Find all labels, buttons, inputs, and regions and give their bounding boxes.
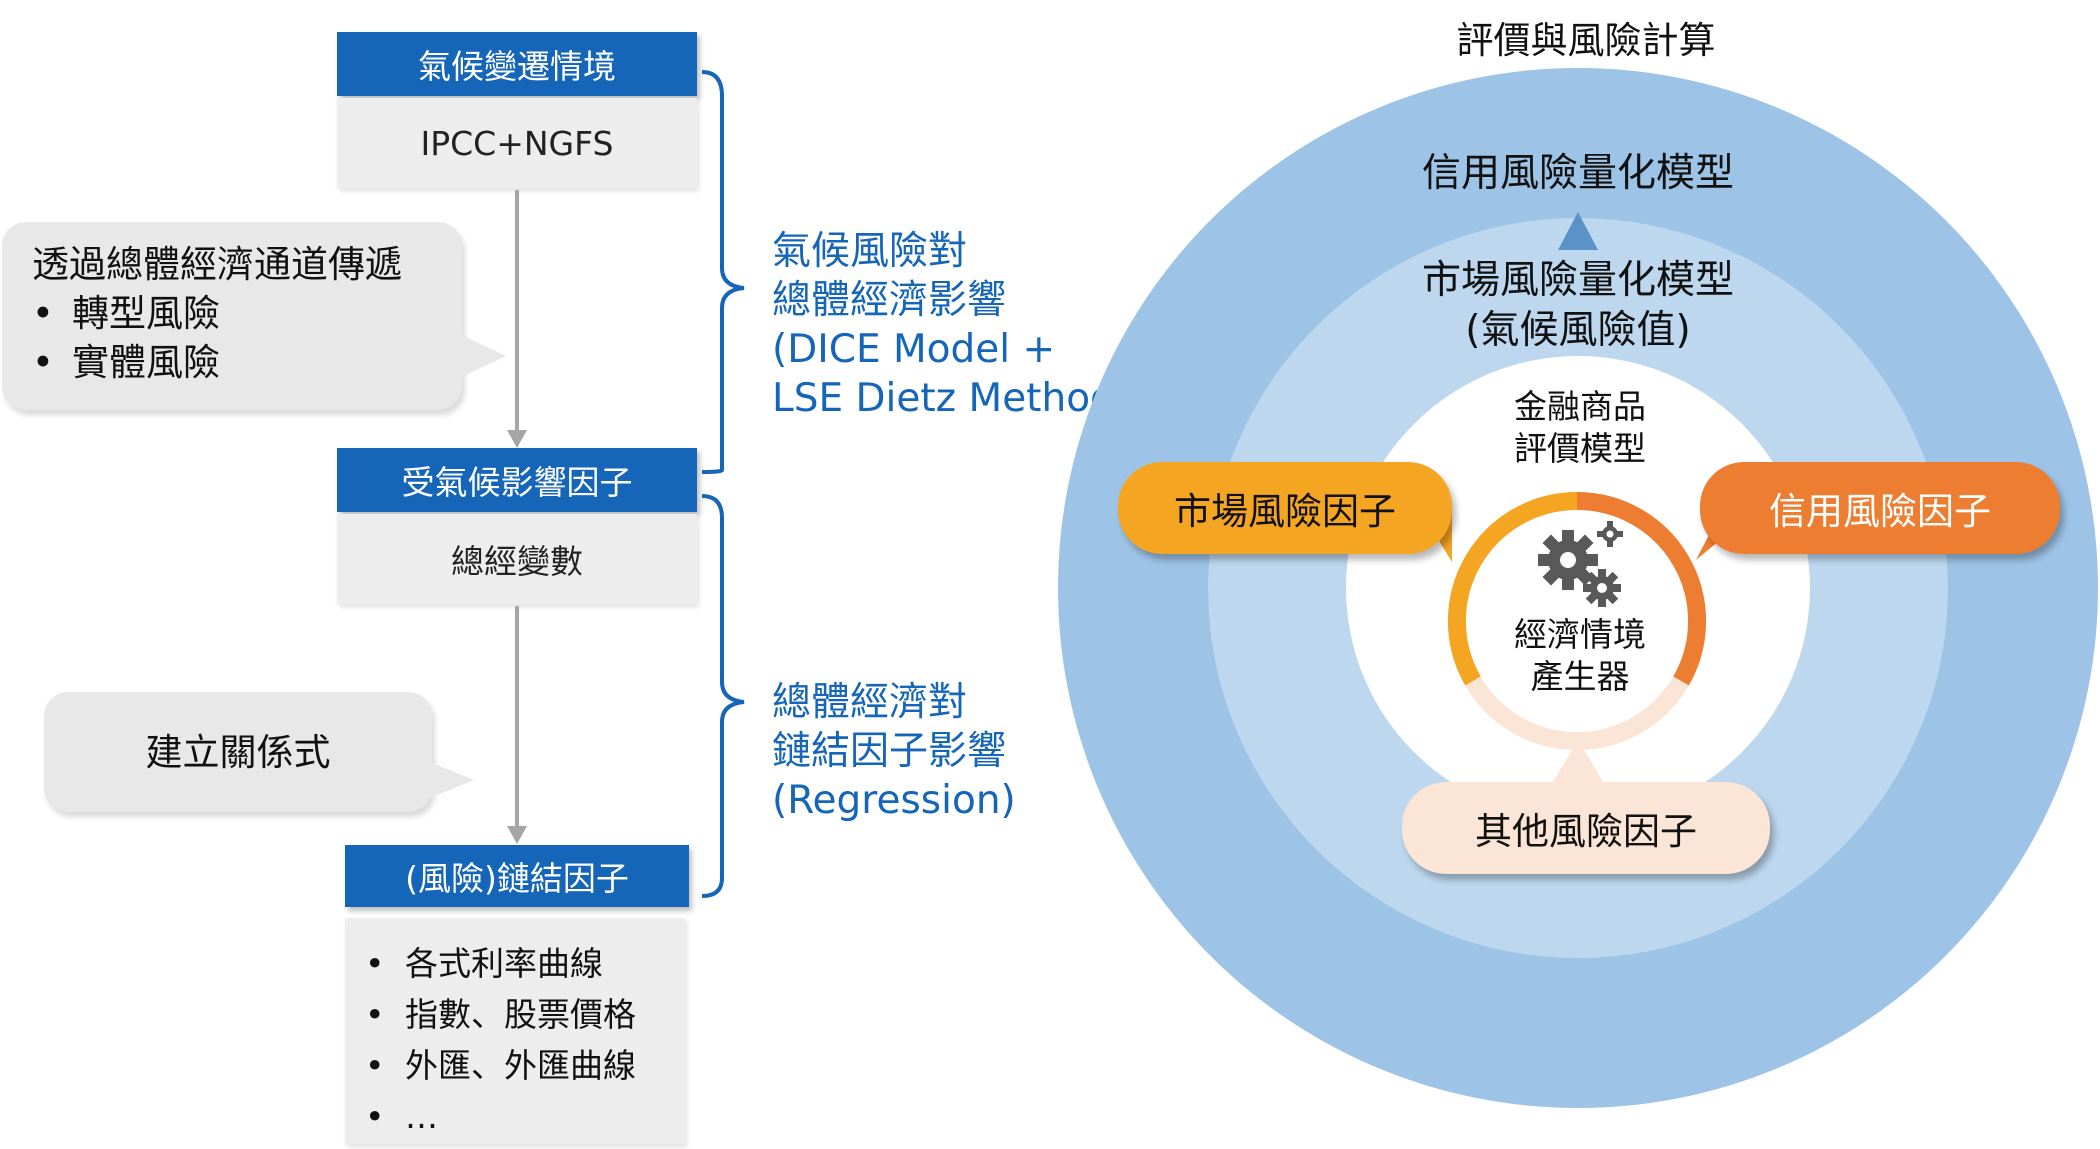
- credit-risk-factor-label: 信用風險因子: [1769, 490, 1991, 533]
- affected-body-text: 總經變數: [451, 542, 583, 581]
- bracket2-label: 總體經濟對 鏈結因子影響 (Regression): [772, 680, 1016, 823]
- transmission-item: •實體風險: [32, 341, 220, 384]
- linked-factor-list: •各式利率曲線 •指數、股票價格 •外匯、外匯曲線 •…: [345, 918, 636, 1142]
- other-risk-factor-label: 其他風險因子: [1475, 810, 1697, 853]
- relation-callout-text: 建立關係式: [44, 692, 432, 812]
- curly-bracket-1: [701, 70, 745, 474]
- scenario-body: IPCC+NGFS: [337, 98, 697, 188]
- relation-callout: [44, 692, 432, 812]
- bracket1-label: 氣候風險對 總體經濟影響 (DICE Model + LSE Dietz Met…: [772, 229, 1131, 421]
- linked-body: •各式利率曲線 •指數、股票價格 •外匯、外匯曲線 •…: [345, 918, 685, 1144]
- affected-body: 總經變數: [337, 514, 697, 604]
- transmission-title: 透過總體經濟通道傳遞: [32, 243, 402, 286]
- gears-icon: [1538, 521, 1623, 607]
- core-label: 經濟情境 產生器: [1514, 615, 1646, 696]
- scenario-header: 氣候變遷情境: [337, 32, 697, 96]
- linked-item: •外匯、外匯曲線: [365, 1046, 636, 1085]
- linked-item: •指數、股票價格: [365, 995, 636, 1034]
- transmission-callout-tail: [460, 334, 506, 378]
- core-ring: [1447, 492, 1707, 751]
- connector-line-1: [515, 190, 519, 434]
- affected-header: 受氣候影響因子: [337, 448, 697, 512]
- scenario-body-text: IPCC+NGFS: [420, 123, 614, 163]
- core-ring-segment-credit: [1576, 492, 1707, 686]
- relation-callout-tail: [430, 762, 474, 798]
- market-risk-factor: 市場風險因子: [1118, 462, 1452, 554]
- middle-label: 市場風險量化模型 (氣候風險值): [1421, 258, 1734, 353]
- connector-arrow-2: [507, 826, 527, 844]
- connector-arrow-1: [507, 430, 527, 448]
- core-ring-segment-other: [1465, 676, 1689, 751]
- relation-text: 建立關係式: [145, 730, 331, 774]
- transmission-callout: [2, 222, 462, 410]
- credit-risk-factor: 信用風險因子: [1700, 462, 2060, 554]
- inner-label: 金融商品 評價模型: [1514, 387, 1646, 468]
- linked-item: •…: [365, 1097, 438, 1136]
- curly-brackets: [701, 70, 745, 898]
- transmission-item: •轉型風險: [32, 292, 220, 335]
- linked-header: (風險)鏈結因子: [345, 845, 689, 907]
- linked-item: •各式利率曲線: [365, 944, 603, 983]
- curly-bracket-2: [701, 494, 745, 898]
- up-arrow-icon: [1558, 212, 1598, 250]
- right-title: 評價與風險計算: [1456, 19, 1716, 62]
- connector-line-2: [515, 606, 519, 830]
- other-risk-factor: 其他風險因子: [1402, 782, 1770, 874]
- transmission-callout-text: 透過總體經濟通道傳遞 •轉型風險 •實體風險: [32, 240, 402, 387]
- market-risk-factor-label: 市場風險因子: [1174, 490, 1396, 533]
- outer-label: 信用風險量化模型: [1421, 151, 1734, 196]
- core-ring-segment-market: [1447, 492, 1578, 686]
- other-pill-tail: [1548, 740, 1608, 790]
